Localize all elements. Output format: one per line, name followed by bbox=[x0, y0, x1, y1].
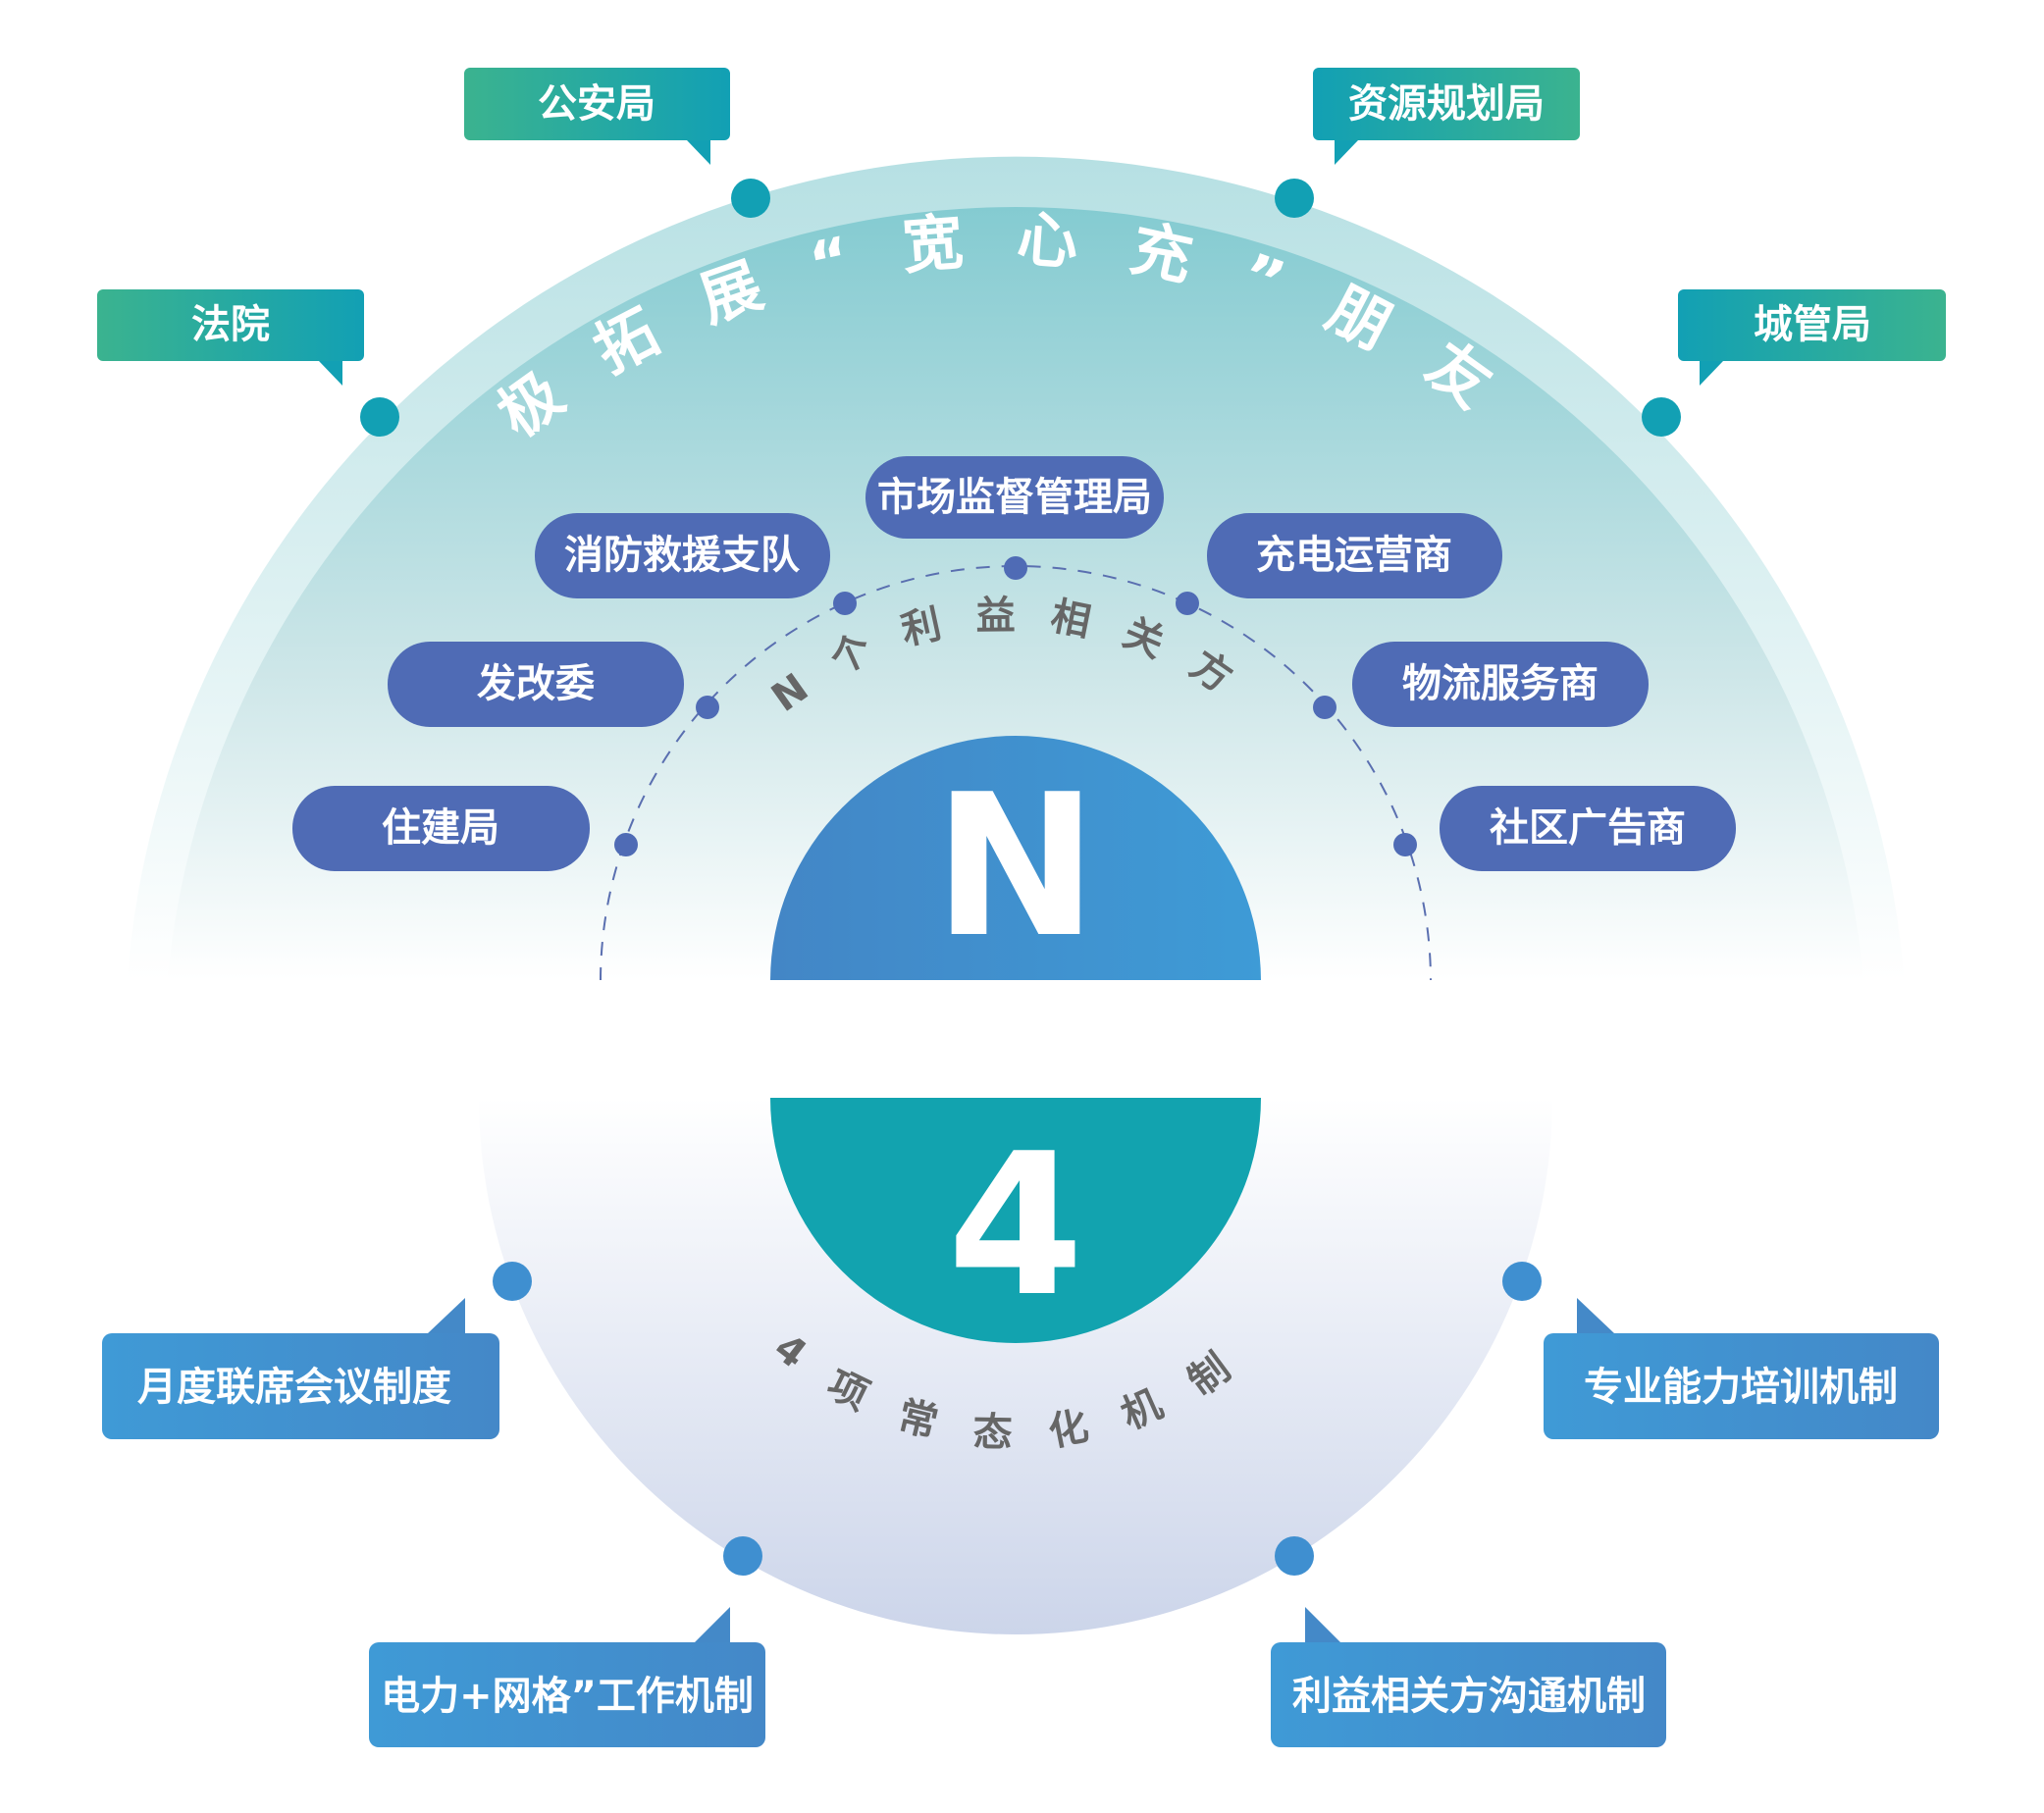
partner-label: 法院 bbox=[191, 302, 270, 347]
mechanism-label: 专业能力培训机制 bbox=[1584, 1365, 1898, 1410]
stakeholder-label: 住建局 bbox=[382, 805, 499, 851]
connector-dot bbox=[1642, 397, 1681, 437]
lower-ring bbox=[479, 1098, 1552, 1634]
connector-dot bbox=[1275, 1536, 1314, 1576]
connector-dot bbox=[1393, 833, 1417, 856]
partner-urban-management[interactable]: 城管局 bbox=[1642, 289, 1946, 437]
mechanism-monthly-meeting[interactable]: 月度联席会议制度 bbox=[102, 1262, 532, 1439]
inner-ring bbox=[167, 207, 1864, 980]
partner-label: 公安局 bbox=[538, 81, 655, 127]
mechanism-label: 月度联席会议制度 bbox=[137, 1365, 451, 1410]
connector-dot bbox=[1004, 556, 1027, 580]
connector-dot bbox=[493, 1262, 532, 1301]
stakeholder-label: 充电运营商 bbox=[1256, 533, 1452, 578]
connector-dot bbox=[614, 833, 638, 856]
four-semicircle bbox=[770, 1098, 1261, 1343]
stakeholder-community-advertiser[interactable]: 社区广告商 bbox=[1393, 786, 1736, 871]
partner-label: 城管局 bbox=[1754, 302, 1871, 347]
partner-label: 资源规划局 bbox=[1348, 81, 1545, 127]
lower-half bbox=[479, 1098, 1552, 1634]
stakeholder-logistics[interactable]: 物流服务商 bbox=[1313, 642, 1649, 727]
stakeholder-label: 市场监督管理局 bbox=[877, 475, 1152, 520]
stakeholder-label: 物流服务商 bbox=[1402, 661, 1599, 706]
stakeholder-market-supervision[interactable]: 市场监督管理局 bbox=[865, 456, 1164, 580]
stakeholder-label: 社区广告商 bbox=[1490, 805, 1686, 851]
mechanism-label: 利益相关方沟通机制 bbox=[1292, 1674, 1646, 1719]
connector-dot bbox=[1176, 592, 1199, 615]
connector-dot bbox=[696, 696, 719, 719]
connector-dot bbox=[731, 179, 770, 218]
connector-dot bbox=[1502, 1262, 1542, 1301]
connector-dot bbox=[360, 397, 399, 437]
stakeholder-charging-operator[interactable]: 充电运营商 bbox=[1176, 513, 1502, 615]
four-number: 4 bbox=[947, 1112, 1083, 1340]
stakeholder-fire-rescue[interactable]: 消防救援支队 bbox=[535, 513, 857, 615]
mechanism-training[interactable]: 专业能力培训机制 bbox=[1502, 1262, 1939, 1439]
partner-resource-planning[interactable]: 资源规划局 bbox=[1275, 68, 1580, 218]
mechanism-label: 电力+网格”工作机制 bbox=[381, 1674, 754, 1719]
partner-court[interactable]: 法院 bbox=[97, 289, 399, 437]
connector-dot bbox=[833, 592, 857, 615]
stakeholder-development-reform[interactable]: 发改委 bbox=[388, 642, 719, 727]
connector-dot bbox=[1275, 179, 1314, 218]
n-letter: N bbox=[933, 752, 1097, 981]
partner-police[interactable]: 公安局 bbox=[464, 68, 770, 218]
connector-dot bbox=[1313, 696, 1336, 719]
stakeholder-housing-construction[interactable]: 住建局 bbox=[292, 786, 638, 871]
n-semicircle bbox=[770, 736, 1261, 980]
connector-dot bbox=[723, 1536, 762, 1576]
stakeholder-label: 消防救援支队 bbox=[564, 533, 801, 578]
dashed-orbit bbox=[600, 565, 1432, 980]
stakeholder-label: 发改委 bbox=[477, 661, 595, 706]
mechanism-stakeholder-communication[interactable]: 利益相关方沟通机制 bbox=[1271, 1536, 1666, 1747]
mechanism-power-grid[interactable]: 电力+网格”工作机制 bbox=[369, 1536, 765, 1747]
